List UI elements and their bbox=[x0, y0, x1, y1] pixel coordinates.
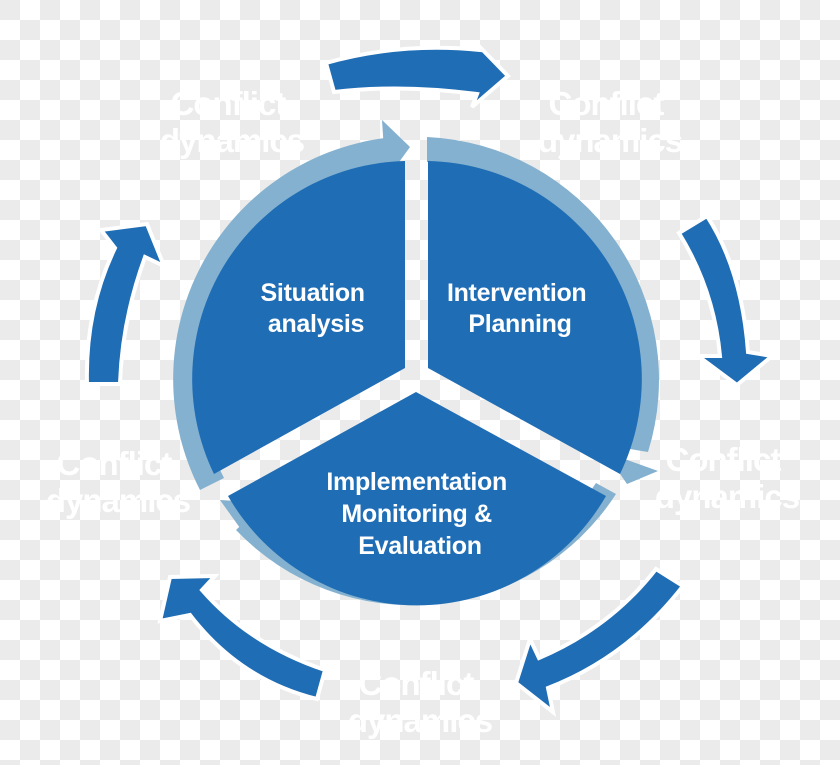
segment-implementation[interactable] bbox=[228, 392, 606, 606]
outer-label-right: Conflict dynamics bbox=[655, 441, 799, 515]
outer-arrow-left-icon bbox=[84, 221, 168, 386]
segment-label-implementation: Implementation Monitoring & Evaluation bbox=[326, 468, 513, 560]
outer-label-bottom: Conflict dynamics bbox=[348, 665, 492, 739]
outer-label-top-left: Conflict dynamics bbox=[160, 85, 304, 159]
outer-arrow-bottom-right-icon bbox=[513, 566, 686, 717]
outer-label-top-right: Conflict dynamics bbox=[538, 85, 682, 159]
outer-arrow-right-icon bbox=[676, 213, 777, 388]
outer-arrows bbox=[84, 39, 777, 717]
segment-label-situation: Situation analysis bbox=[261, 279, 372, 338]
segments bbox=[192, 161, 642, 606]
outer-arrow-top-icon bbox=[323, 39, 511, 109]
segment-situation[interactable] bbox=[192, 161, 405, 474]
outer-label-left: Conflict dynamics bbox=[46, 445, 190, 519]
segment-label-planning: Intervention Planning bbox=[447, 279, 593, 338]
outer-arrow-bottom-left-icon bbox=[157, 573, 328, 702]
segment-planning[interactable] bbox=[428, 161, 642, 474]
ring-arc-situation bbox=[173, 138, 390, 490]
